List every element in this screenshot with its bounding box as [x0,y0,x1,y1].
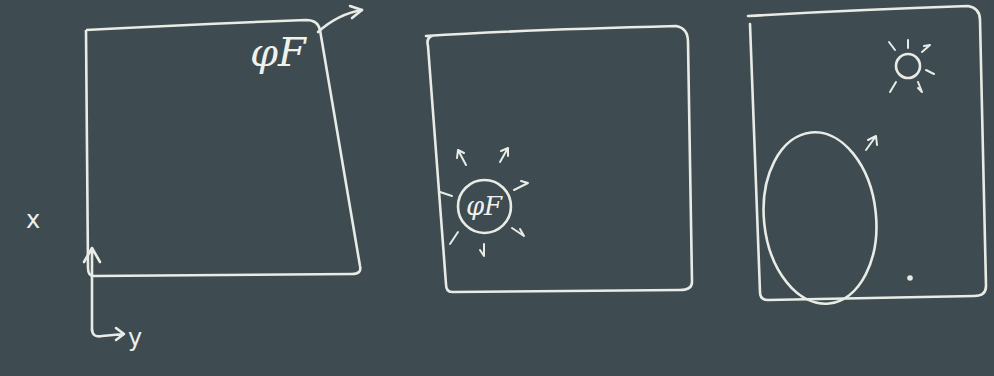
large-bubble [755,127,884,310]
transition-arrowhead [350,6,362,18]
small-bubble [896,54,920,78]
panel-outline [80,16,366,282]
growth-arrow [866,136,877,150]
x-axis-arrow [84,248,100,330]
expansion-arrows [440,148,528,256]
expansion-arrows [889,40,934,92]
chalk-dot [909,277,912,280]
y-axis-arrow [92,328,124,340]
panel-outline [426,26,692,292]
field-symbol: φF [466,193,502,219]
axis-label: y [128,326,142,350]
field-symbol: φF [250,32,306,72]
bubble-circle: φF [456,178,513,235]
panel-outline [748,6,986,300]
state-panel: φF [80,16,366,282]
axis-label: x [26,208,40,232]
transition-arrow [318,10,362,32]
